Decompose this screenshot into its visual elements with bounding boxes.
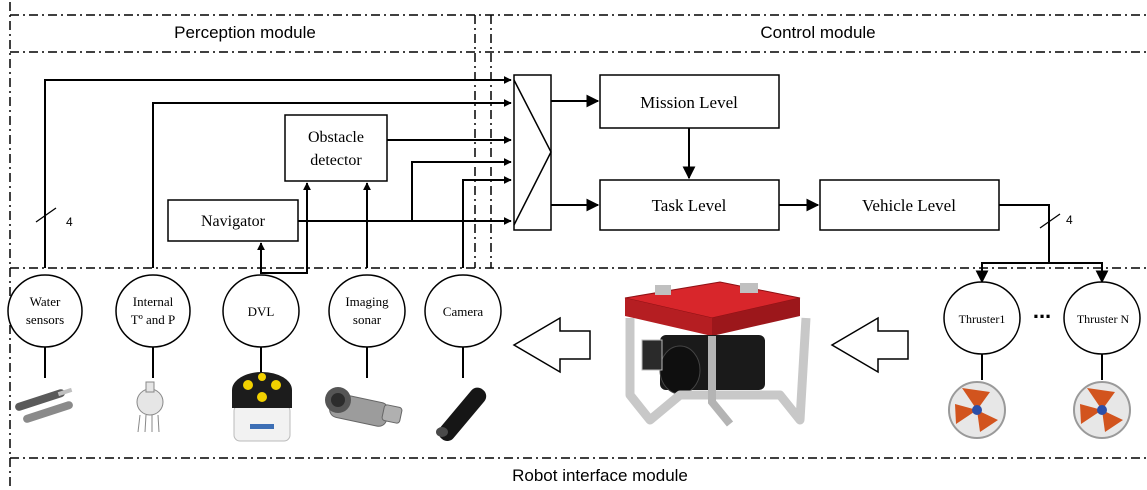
water-sensors-link (44, 76, 512, 268)
obstacle-detector-label-line1: Obstacle (308, 129, 364, 146)
camera-image (436, 387, 487, 442)
water-sensors-label-line1: Water (30, 294, 61, 309)
control-module-title: Control module (760, 23, 875, 42)
water-sensors-image (15, 387, 73, 423)
robot-interface-module-title: Robot interface module (512, 466, 688, 485)
vehicle-level-label: Vehicle Level (862, 196, 956, 215)
dvl-device-image (232, 372, 292, 442)
obstacle-detector-label-line2: detector (310, 152, 362, 169)
internal-tp-sensor-image (136, 381, 164, 433)
thruster-bus-tick: 4 (1039, 213, 1073, 229)
task-level-block: Task Level (599, 179, 780, 231)
robot-to-sensors-hollow-arrow (512, 316, 591, 374)
thruster1-node: Thruster1 (943, 281, 1021, 355)
internal-tp-label-line2: Tº and P (131, 312, 175, 327)
camera-node: Camera (424, 274, 502, 348)
thruster1-image (948, 381, 1006, 439)
imaging-sonar-label-line1: Imaging (345, 294, 389, 309)
dvl-node: DVL (222, 274, 300, 348)
task-level-label: Task Level (652, 196, 727, 215)
mission-level-label: Mission Level (640, 93, 738, 112)
obstacle-detector-block: Obstacle detector (284, 114, 388, 182)
vehicle-level-block: Vehicle Level (819, 179, 1000, 231)
imaging-sonar-node: Imaging sonar (328, 274, 406, 348)
thrusterN-image (1073, 381, 1131, 439)
rov-vehicle-image (624, 281, 811, 427)
navigator-block: Navigator (167, 199, 299, 242)
internal-tp-label-line1: Internal (133, 294, 174, 309)
thrusters-to-robot-hollow-arrow (830, 316, 909, 374)
camera-label: Camera (443, 304, 484, 319)
dvl-label: DVL (248, 304, 275, 319)
thruster-bus-width-label: 4 (1066, 213, 1073, 227)
internal-tp-node: Internal Tº and P (115, 274, 191, 348)
imaging-sonar-image (325, 387, 403, 427)
thrusterN-node: Thruster N (1063, 281, 1141, 355)
input-multiplexer (513, 74, 552, 231)
navigator-to-obstacle-link (411, 158, 512, 221)
water-bus-width-label: 4 (66, 215, 73, 229)
navigator-label: Navigator (201, 213, 266, 230)
module-borders (9, 2, 1147, 488)
internal-tp-link (152, 99, 512, 268)
imaging-sonar-label-line2: sonar (353, 312, 382, 327)
water-bus-tick: 4 (35, 207, 73, 229)
vehicle-to-thrusterN-link (1049, 262, 1109, 284)
water-sensors-label-line2: sensors (26, 312, 64, 327)
thrusterN-label: Thruster N (1077, 312, 1130, 326)
water-sensors-node: Water sensors (7, 274, 83, 348)
dvl-to-obstacle-link (260, 182, 311, 274)
camera-link (462, 176, 512, 268)
thrusters-ellipsis: ... (1033, 298, 1051, 323)
mission-level-block: Mission Level (599, 74, 780, 129)
signal-lines (44, 76, 1109, 380)
thruster1-label: Thruster1 (959, 312, 1006, 326)
perception-module-title: Perception module (174, 23, 316, 42)
